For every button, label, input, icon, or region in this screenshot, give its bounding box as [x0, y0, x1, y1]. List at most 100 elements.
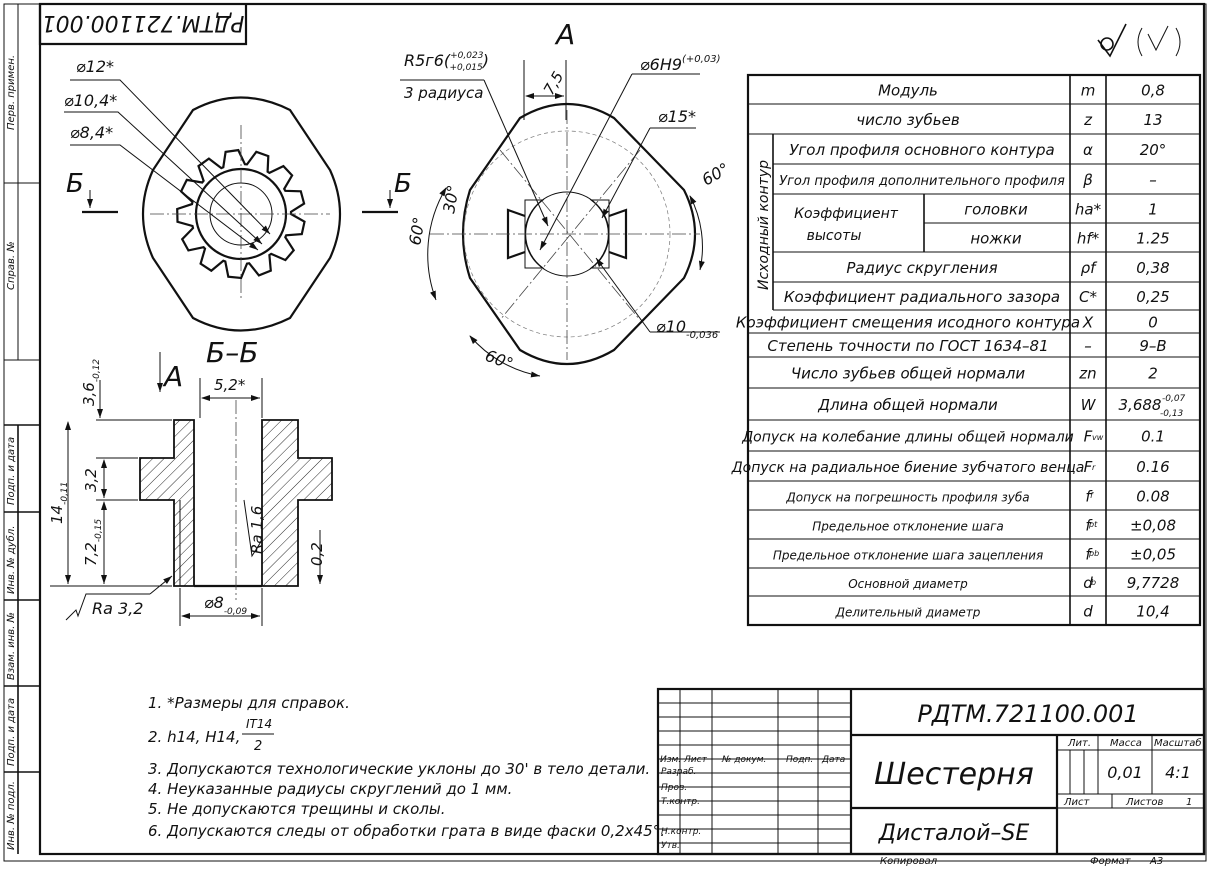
- param-value: 2: [1148, 365, 1158, 383]
- param-value: ±0,05: [1130, 546, 1176, 564]
- param-symbol: X: [1082, 314, 1094, 332]
- param-value: 9–В: [1139, 337, 1166, 355]
- param-name: ножки: [970, 230, 1022, 248]
- param-symbol: hf*: [1077, 230, 1100, 248]
- dim-d8-tol: -0,09: [224, 607, 248, 617]
- roughness-general-icon: [1097, 23, 1181, 58]
- note-1: 1. *Размеры для справок.: [148, 694, 350, 712]
- dim-r5g6-main: R5г6(: [404, 51, 451, 70]
- section-mark-right: Б: [394, 169, 412, 199]
- note-3-radii: 3 радиуса: [404, 84, 483, 102]
- param-value: 13: [1143, 111, 1162, 129]
- dim-r5g6: R5г6(+0,023 +0,015): [404, 51, 489, 73]
- dim-3-2: 3,2: [82, 468, 100, 492]
- dim-14-tol: -0,11: [60, 482, 70, 505]
- angle-30: 30°: [439, 183, 463, 214]
- param-name: Модуль: [878, 82, 938, 100]
- tb-scale-value: 4:1: [1165, 763, 1191, 782]
- param-name: Длина общей нормали: [817, 396, 998, 414]
- param-value: 9,7728: [1127, 574, 1180, 592]
- label-inv-podl: Инв. № подл.: [6, 781, 17, 850]
- label-vzam-inv: Взам. инв. №: [6, 612, 17, 680]
- dim-3-6: 3,6-0,12: [80, 359, 102, 406]
- tb-massa: Масса: [1110, 738, 1142, 749]
- param-symbol: f: [1085, 488, 1093, 506]
- param-value: 0.1: [1141, 428, 1165, 446]
- label-podp-data-1: Подп. и дата: [6, 437, 17, 505]
- roughness-ra1-6: Ra 1,6: [248, 506, 266, 554]
- w-tol-lo: -0,13: [1160, 409, 1184, 419]
- section-bb: Б–Б А 5,2* 3,6-0,12 3,2 14-0,11 7,2-0,15…: [48, 336, 333, 626]
- height-coef-label-1: Коэффициент: [794, 206, 899, 222]
- view-a: А R5г6(+0,023+0,015) 3 радиуса 7,5 ⌀6Н9(…: [400, 18, 733, 378]
- height-coef-label-2: высоты: [807, 228, 862, 244]
- param-symbol: z: [1083, 111, 1093, 129]
- dim-0-2: 0,2: [308, 542, 326, 566]
- param-value: 1.25: [1136, 230, 1169, 248]
- note-4: 4. Неуказанные радиусы скруглений до 1 м…: [148, 780, 512, 798]
- param-name: Радиус скругления: [846, 259, 997, 277]
- param-symbol: C*: [1079, 288, 1097, 306]
- tb-lit: Лит.: [1067, 738, 1091, 749]
- tb-listov: Листов: [1125, 797, 1163, 808]
- note-6: 6. Допускаются следы от обработки грата …: [148, 822, 665, 840]
- roughness-ra3-2: Ra 3,2: [92, 599, 143, 618]
- tb-format-value: А3: [1149, 856, 1163, 867]
- angle-60-left: 60°: [405, 215, 429, 246]
- param-symbol: f: [1085, 546, 1093, 564]
- tb-listov-value: 1: [1186, 797, 1192, 808]
- dim-7-5: 7,5: [540, 68, 568, 98]
- tb-data: Дата: [821, 755, 845, 765]
- dim-r5g6-close: ): [482, 51, 489, 70]
- param-name: число зубьев: [856, 111, 960, 129]
- view-a-label: А: [554, 18, 575, 51]
- param-value: 0,38: [1136, 259, 1169, 277]
- param-symbol: zn: [1078, 365, 1096, 383]
- dim-7-2: 7,2-0,15: [82, 519, 104, 566]
- param-name: головки: [964, 201, 1028, 219]
- dim-d10-tol: -0,036: [686, 330, 718, 341]
- rotated-stamp: РДТМ.721100.001: [38, 4, 248, 46]
- note-5: 5. Не допускаются трещины и сколы.: [148, 800, 445, 818]
- param-name: Основной диаметр: [848, 577, 968, 591]
- param-name: Предельное отклонение шага зацепления: [773, 549, 1043, 563]
- note-3: 3. Допускаются технологические уклоны до…: [148, 760, 650, 778]
- dim-r5g6-lo: +0,015: [449, 63, 483, 73]
- material: Дисталой–SE: [878, 821, 1030, 846]
- drawing-frame: [38, 2, 1206, 856]
- tb-tkontr: Т.контр.: [661, 797, 700, 807]
- param-value: 0,8: [1141, 82, 1165, 100]
- dim-7-2-tol: -0,15: [94, 519, 104, 543]
- note-2: 2. h14, H14,: [148, 728, 240, 746]
- param-value: –: [1149, 171, 1157, 189]
- title-block: РДТМ.721100.001 Шестерня Дисталой–SE Лит…: [656, 687, 1206, 867]
- left-strip: Перв. примен. Справ. № Подп. и дата Инв.…: [4, 4, 40, 854]
- tb-nkontr: Н.контр.: [661, 827, 701, 837]
- section-bb-label: Б–Б: [206, 336, 258, 369]
- sub-f: f: [1090, 491, 1094, 500]
- param-name: Угол профиля дополнительного профиля: [779, 174, 1065, 189]
- tb-list-col: Лист: [683, 755, 708, 765]
- param-value: 1: [1148, 201, 1158, 219]
- param-value: ±0,08: [1130, 517, 1176, 535]
- param-symbol: f: [1085, 517, 1093, 535]
- tb-format: Формат: [1090, 856, 1132, 867]
- param-value: 0: [1148, 314, 1158, 332]
- tb-list: Лист: [1063, 797, 1091, 808]
- label-podp-data-2: Подп. и дата: [6, 698, 17, 766]
- title-block-code: РДТМ.721100.001: [917, 700, 1138, 728]
- dim-d12: ⌀12*: [76, 57, 114, 76]
- sub-r: r: [1092, 463, 1096, 472]
- param-symbol: d: [1083, 603, 1093, 621]
- dim-d6h9-main: ⌀6Н9: [640, 55, 682, 74]
- param-name: Делительный диаметр: [835, 606, 981, 620]
- sub-pb: pb: [1088, 549, 1099, 558]
- param-name: Допуск на колебание длины общей нормали: [741, 430, 1074, 446]
- dim-r5g6-up: +0,023: [450, 51, 484, 61]
- rotated-stamp-code: РДТМ.721100.001: [42, 10, 245, 35]
- param-symbol: F: [1084, 428, 1093, 446]
- sub-pt: pt: [1088, 520, 1098, 529]
- label-inv-dubl: Инв. № дубл.: [5, 526, 17, 594]
- param-name: Коэффициент радиального зазора: [784, 288, 1060, 306]
